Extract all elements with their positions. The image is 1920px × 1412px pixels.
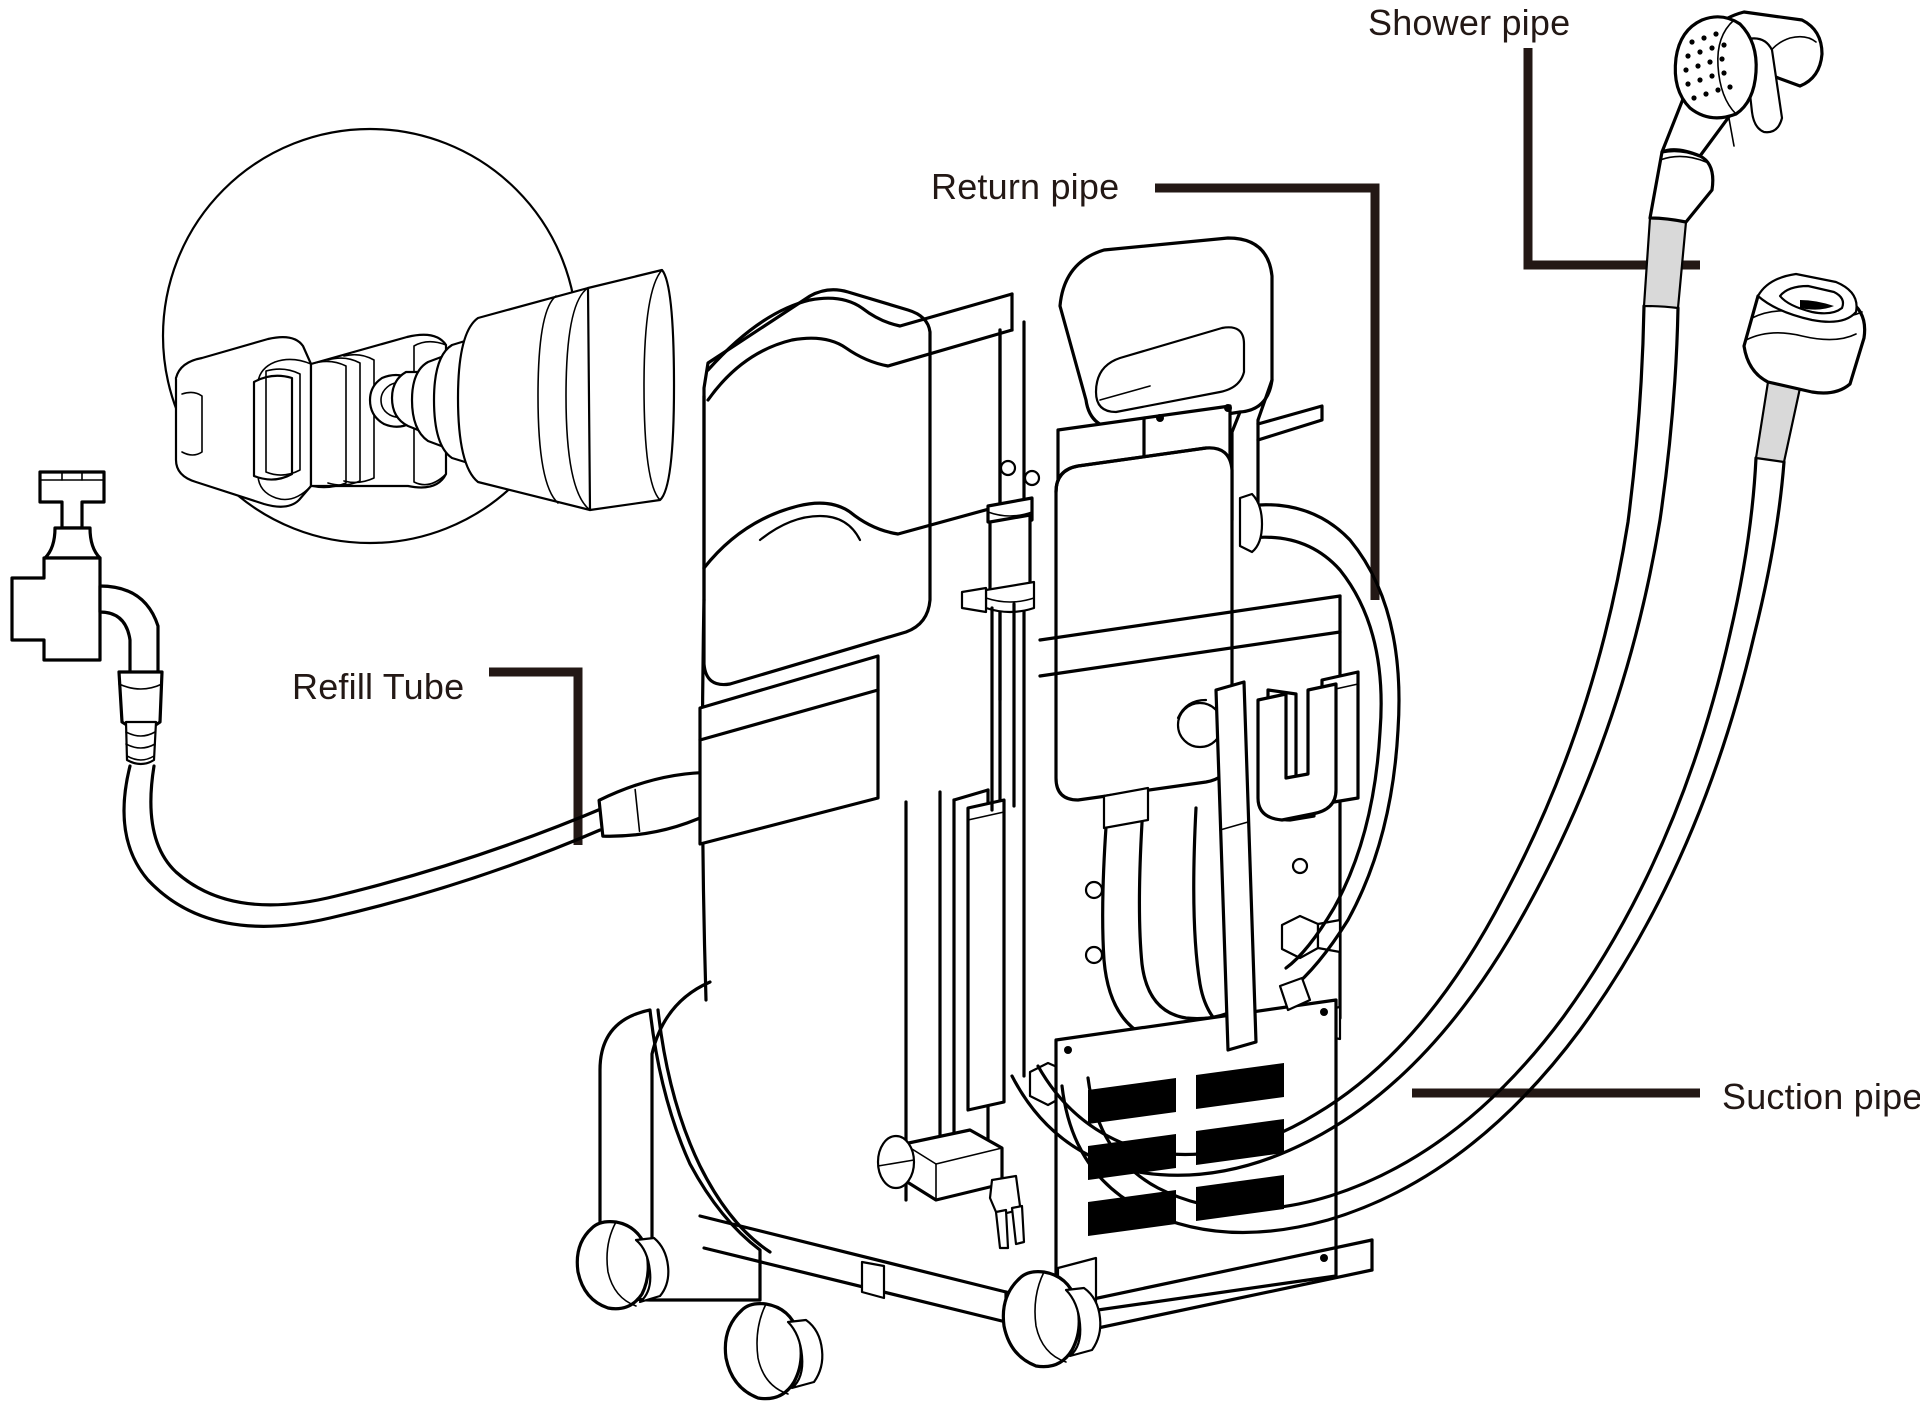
callout-leader-shower-pipe [1523, 48, 1700, 270]
refill-hose [122, 760, 791, 928]
push-handle [1058, 236, 1324, 522]
suction-pipe [1060, 272, 1867, 1235]
callout-leader-return-pipe [1155, 183, 1380, 600]
callout-leader-refill-tube [489, 667, 583, 845]
label-suction-pipe: Suction pipe [1722, 1076, 1920, 1117]
machine-body [575, 236, 1374, 1401]
hose-port-upper [1280, 914, 1342, 960]
shower-head [1648, 10, 1824, 224]
caster-wheels [575, 1220, 1102, 1401]
male-coupler-icon [368, 268, 676, 512]
shower-pipe [1010, 10, 1824, 1177]
power-plug [876, 1128, 1026, 1250]
label-refill-tube: Refill Tube [292, 666, 465, 707]
hose-ribs [124, 720, 158, 766]
return-hose [1238, 492, 1401, 1012]
label-return-pipe: Return pipe [931, 166, 1120, 207]
suction-nozzle [1742, 272, 1867, 395]
fill-standpipe [960, 496, 1036, 812]
water-tap [10, 470, 164, 766]
fork-bracket [1256, 682, 1338, 822]
label-shower-pipe: Shower pipe [1368, 2, 1571, 43]
spray-holes [1683, 31, 1733, 101]
